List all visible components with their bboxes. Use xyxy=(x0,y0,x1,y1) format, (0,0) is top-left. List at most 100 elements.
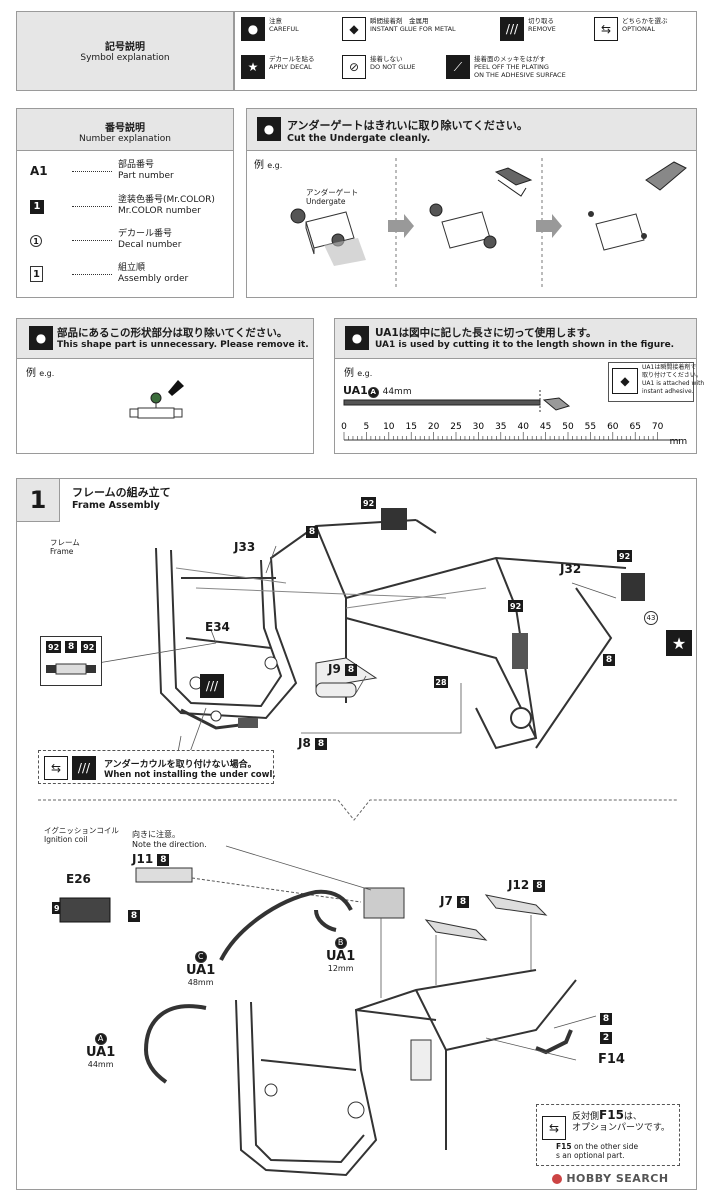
remove-shape-diagram xyxy=(129,380,184,419)
color-8-e26: 8 xyxy=(128,910,140,922)
e34-callout-part xyxy=(46,663,96,675)
ua1-glue-note-text: UA1は瞬間接着剤で 取り付けてください。 UA1 is attached wi… xyxy=(642,364,705,395)
star-icon: ★ xyxy=(241,55,265,79)
color-8-f14: 8 xyxy=(600,1013,612,1025)
star-icon: ★ xyxy=(666,630,692,656)
careful-icon: ● xyxy=(345,326,369,350)
number-row-color: 1 塗装色番号(Mr.COLOR)Mr.COLOR number xyxy=(30,195,215,217)
ruler-label: 65 xyxy=(629,422,640,432)
ruler-unit: mm xyxy=(670,437,688,447)
ruler-label: 5 xyxy=(364,422,370,432)
step-divider xyxy=(38,799,678,821)
ruler-label: 55 xyxy=(585,422,596,432)
color-8-j33: 8 xyxy=(306,526,318,538)
frame-diagram-bottom xyxy=(59,845,597,1177)
ruler-label: 50 xyxy=(562,422,574,432)
color-2-f14: 2 xyxy=(600,1032,612,1044)
cut-icon: /// xyxy=(72,756,96,780)
ruler-label: 0 xyxy=(341,422,347,432)
remove-shape-panel: ● 部品にあるこの形状部分は取り除いてください。 This shape part… xyxy=(16,318,314,454)
f15-note-en: F15 on the other side s an optional part… xyxy=(556,1142,639,1160)
ruler-label: 70 xyxy=(652,422,664,432)
watermark: HOBBY SEARCH xyxy=(552,1172,669,1185)
careful-icon: ● xyxy=(241,17,265,41)
ruler-label: 30 xyxy=(473,422,485,432)
ua1-title-en: UA1 is used by cutting it to the length … xyxy=(375,340,675,350)
optional-icon: ⇆ xyxy=(542,1116,566,1140)
undergate-title-en: Cut the Undergate cleanly. xyxy=(287,133,431,144)
ruler-label: 25 xyxy=(450,422,461,432)
undergate-panel: ● アンダーゲートはきれいに取り除いてください。 Cut the Underga… xyxy=(246,108,697,298)
color-28: 28 xyxy=(434,676,448,688)
step1-panel xyxy=(16,478,697,1190)
no-glue-icon: ⊘ xyxy=(342,55,366,79)
ua1-eg: 例 e.g. xyxy=(344,368,373,379)
number-explanation-panel: 番号説明 Number explanation xyxy=(16,108,234,298)
part-j9: J9 8 xyxy=(328,662,358,676)
undergate-diagram xyxy=(290,158,687,290)
part-e26: E26 xyxy=(66,872,91,886)
step1-title: フレームの組み立て Frame Assembly xyxy=(72,486,171,511)
ua1-rod xyxy=(343,390,571,412)
color-92-mid: 92 xyxy=(508,600,524,612)
ruler-label: 10 xyxy=(383,422,395,432)
ruler-label: 60 xyxy=(607,422,619,432)
part-e34: E34 xyxy=(205,620,230,634)
ua1-a-label: A UA1 44mm xyxy=(86,1032,116,1069)
part-j32: J32 xyxy=(560,562,582,576)
ignition-label: イグニッションコイル Ignition coil xyxy=(44,826,119,844)
step1-number-box: 1 xyxy=(16,478,60,522)
part-j12: J12 8 xyxy=(508,878,546,892)
ua1-b-label: B UA1 12mm xyxy=(326,936,356,973)
under-cowl-text: アンダーカウルを取り付けない場合。 When not installing th… xyxy=(104,760,276,780)
ruler-label: 35 xyxy=(495,422,506,432)
part-j8: J8 8 xyxy=(298,736,328,750)
cut-icon: /// xyxy=(200,674,224,698)
f15-note-text: 反対側F15は、 オプションパーツです。 xyxy=(572,1108,670,1133)
part-f14: F14 xyxy=(598,1052,625,1067)
decal-43: 43 xyxy=(644,611,658,625)
undergate-title-jp: アンダーゲートはきれいに取り除いてください。 xyxy=(287,119,528,132)
optional-icon: ⇆ xyxy=(594,17,618,41)
ruler-label: 15 xyxy=(405,422,416,432)
part-j7: J7 8 xyxy=(440,894,470,908)
instant-glue-icon: ◆ xyxy=(612,368,638,394)
remove-shape-eg: 例 e.g. xyxy=(26,368,55,379)
careful-icon: ● xyxy=(257,117,281,141)
symbol-title-jp: 記号説明 xyxy=(105,42,145,53)
hobbysearch-logo-icon xyxy=(552,1174,562,1184)
part-j11: J11 8 xyxy=(132,852,170,866)
ruler-label: 40 xyxy=(517,422,529,432)
frame-label: フレーム Frame xyxy=(50,538,80,556)
symbol-title-en: Symbol explanation xyxy=(80,53,170,63)
optional-icon: ⇆ xyxy=(44,756,68,780)
ruler-label: 45 xyxy=(540,422,551,432)
number-title-en: Number explanation xyxy=(79,134,171,144)
ua1-c-label: C UA1 48mm xyxy=(186,950,216,987)
undergate-eg: 例 e.g. xyxy=(254,160,283,171)
step1-number: 1 xyxy=(29,486,47,514)
careful-icon: ● xyxy=(29,326,53,350)
direction-note: 向きに注意。 Note the direction. xyxy=(132,830,207,849)
number-title-jp: 番号説明 xyxy=(105,123,145,134)
symbol-explanation-header: 記号説明 Symbol explanation xyxy=(16,11,234,91)
color-8-j32: 8 xyxy=(603,654,615,666)
peel-plating-icon: ⟋ xyxy=(446,55,470,79)
color-92-j32: 92 xyxy=(617,550,633,562)
color-92-top: 92 xyxy=(361,497,377,509)
instant-glue-icon: ◆ xyxy=(342,17,366,41)
